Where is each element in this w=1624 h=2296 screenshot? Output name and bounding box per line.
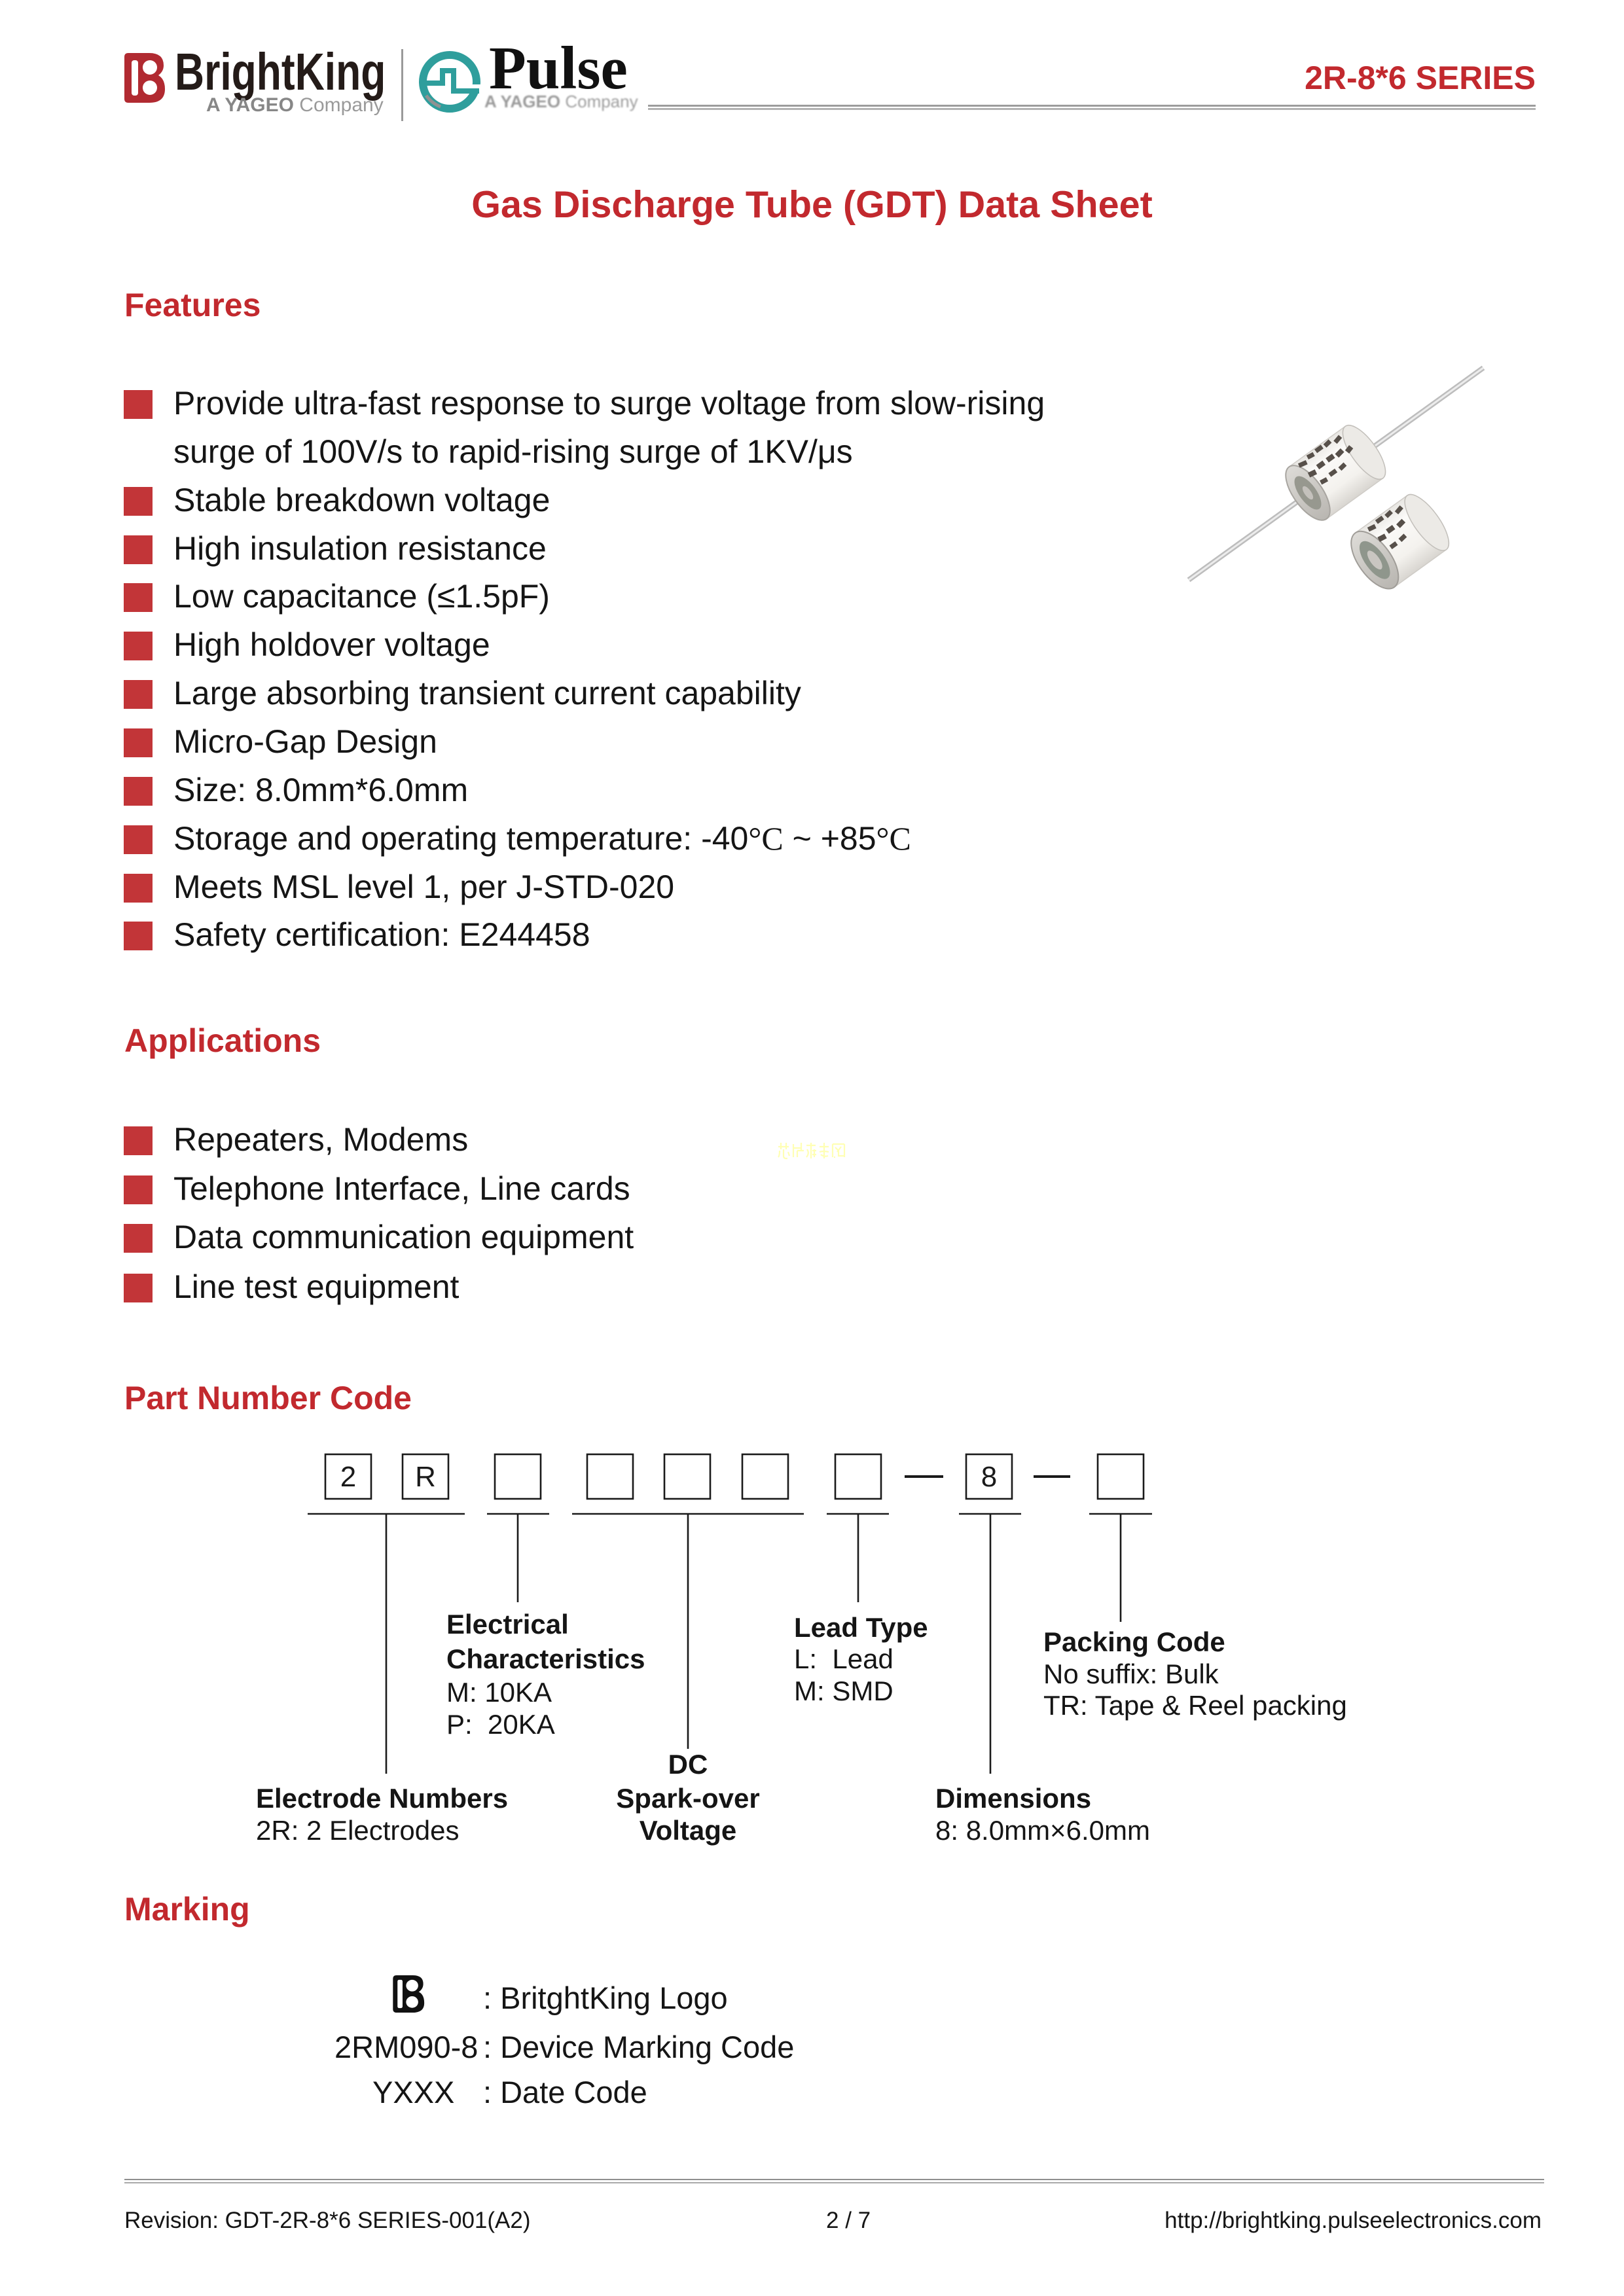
svg-text:P: 20KA: P: 20KA xyxy=(446,1709,555,1740)
svg-text:Characteristics: Characteristics xyxy=(446,1643,645,1674)
svg-text:M: 10KA: M: 10KA xyxy=(446,1677,552,1708)
svg-text:TR: Tape & Reel packing: TR: Tape & Reel packing xyxy=(1043,1690,1347,1721)
svg-text:No suffix: Bulk: No suffix: Bulk xyxy=(1043,1659,1219,1689)
svg-text:2R: 2 Electrodes: 2R: 2 Electrodes xyxy=(256,1815,460,1846)
svg-text:DC: DC xyxy=(668,1749,708,1780)
svg-text:8: 8.0mm×6.0mm: 8: 8.0mm×6.0mm xyxy=(935,1815,1150,1846)
svg-text:L: Lead: L: Lead xyxy=(794,1643,893,1674)
svg-text:8: 8 xyxy=(981,1461,997,1493)
svg-text:Electrode Numbers: Electrode Numbers xyxy=(256,1783,508,1814)
svg-text:Packing Code: Packing Code xyxy=(1043,1626,1225,1657)
svg-text:2: 2 xyxy=(340,1461,356,1493)
svg-text:Spark-over: Spark-over xyxy=(616,1783,759,1814)
svg-text:R: R xyxy=(415,1461,436,1493)
svg-text:Electrical: Electrical xyxy=(446,1609,569,1640)
svg-text:Dimensions: Dimensions xyxy=(935,1783,1091,1814)
svg-text:Voltage: Voltage xyxy=(640,1815,737,1846)
svg-text:Lead Type: Lead Type xyxy=(794,1612,928,1643)
svg-text:M: SMD: M: SMD xyxy=(794,1676,893,1706)
